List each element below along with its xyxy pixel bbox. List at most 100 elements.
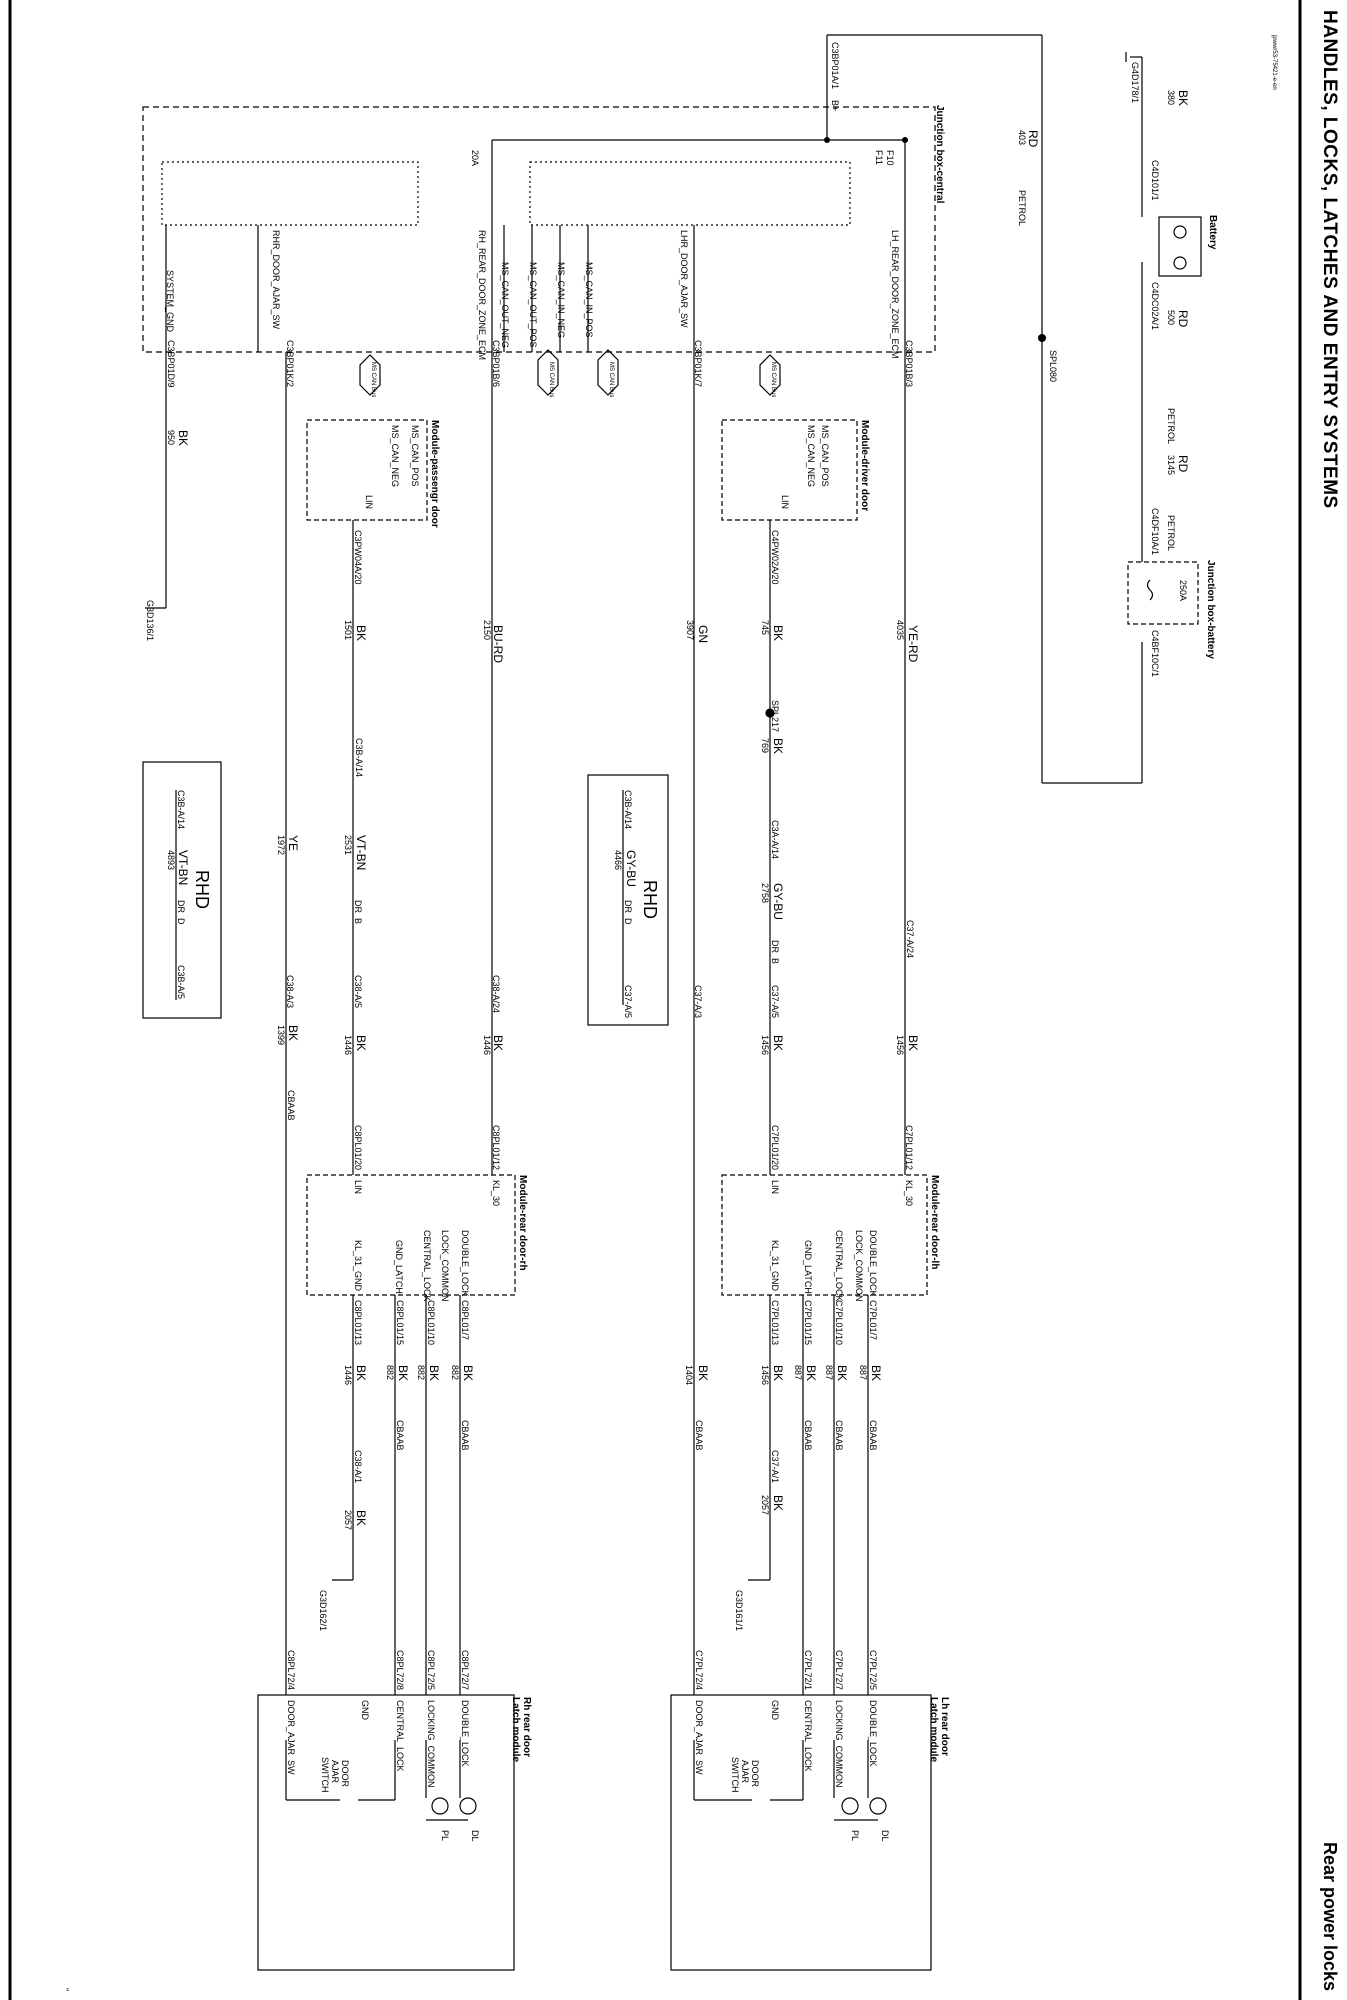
- pin-label: DOUBLE_LOCK: [868, 1230, 878, 1297]
- signal-label: MS_CAN_IN_POS: [584, 262, 594, 338]
- connector-label: C8PL72/8: [395, 1650, 405, 1691]
- wire-color: BK: [354, 1510, 368, 1527]
- wire-color: VT-BN: [354, 835, 368, 871]
- connector-label: C8PL01/10: [426, 1300, 436, 1346]
- connector-label: C37-A/3: [693, 985, 703, 1019]
- connector-label: C7PL72/4: [694, 1650, 704, 1691]
- pin-label: B+: [830, 100, 840, 112]
- connector-label: C8PL01/12: [491, 1125, 501, 1171]
- wire-color: RD: [1026, 130, 1040, 148]
- connector-label: C4PW02A/20: [770, 530, 780, 585]
- pin-label: MS_CAN_POS: [410, 425, 420, 487]
- connector-label: C7PL01/15: [803, 1300, 813, 1346]
- jb-battery-label: Junction box-battery: [1205, 560, 1216, 659]
- wire-number: 1456: [760, 1035, 770, 1056]
- pin-label: DR_D: [623, 900, 633, 925]
- can-bus-label-3: MS CAN Bus: [608, 362, 614, 398]
- wire-color: BK: [906, 1035, 920, 1052]
- rear-door-lh-label: Module-rear door-lh: [929, 1175, 940, 1270]
- wire-color: BK: [771, 1365, 785, 1382]
- pin-label: DOUBLE_LOCK: [460, 1700, 470, 1767]
- connector-label: C37-A/24: [905, 920, 915, 959]
- wire-number: 745: [760, 620, 770, 636]
- wire-color: BK: [771, 625, 785, 642]
- signal-label: LH_REAR_DOOR_ZONE_ECM: [890, 230, 900, 359]
- signal-label: MS_CAN_OUT_POS: [528, 262, 538, 348]
- connector-label: C7PL72/7: [834, 1650, 844, 1691]
- pin-label: GND: [360, 1700, 370, 1720]
- pin-label: DOUBLE_LOCK: [868, 1700, 878, 1767]
- connector-label: C3BP01A/1: [830, 42, 840, 90]
- pin-label: DOOR_AJAR_SW: [694, 1700, 704, 1775]
- wire-color: BK: [869, 1365, 883, 1382]
- connector-label: C3BP01D/9: [166, 340, 176, 388]
- motor-label: DL: [470, 1830, 480, 1842]
- wire-color: RD: [1176, 455, 1190, 473]
- pin-label: MS_CAN_POS: [820, 425, 830, 487]
- pin-label: KL_31_GND: [353, 1240, 363, 1292]
- wire-code: CBAAB: [694, 1420, 704, 1451]
- wire-number: 769: [760, 738, 770, 754]
- page-subtitle: Rear power locks: [1320, 1842, 1340, 1992]
- can-bus-label-2: MS CAN Bus: [548, 362, 554, 398]
- connector-label: C4DF10A/1: [1150, 508, 1160, 556]
- signal-label: LHR_DOOR_AJAR_SW: [679, 230, 689, 328]
- wire-number: 887: [824, 1365, 834, 1381]
- wire-color: BK: [835, 1365, 849, 1382]
- pin-label: LIN: [770, 1180, 780, 1195]
- connector-label: C7PL01/20: [770, 1125, 780, 1171]
- wire-color: BK: [804, 1365, 818, 1382]
- wire-color: GY-BU: [624, 850, 638, 887]
- connector-label: C3B-A/5: [176, 965, 186, 1000]
- pin-label: LOCK_COMMON: [854, 1230, 864, 1302]
- wire-color: BK: [286, 1025, 300, 1042]
- wire-color: GY-BU: [771, 883, 785, 920]
- signal-label: MS_CAN_OUT_NEG: [500, 262, 510, 349]
- wire-number: 2057: [760, 1495, 770, 1516]
- signal-label: SYSTEM_GND: [165, 270, 175, 333]
- connector-label: C37-A/5: [770, 985, 780, 1019]
- wire-number: 882: [385, 1365, 395, 1381]
- wire-number: 380: [1166, 90, 1176, 106]
- connector-label: C37-A/1: [770, 1450, 780, 1484]
- connector-label: C7PL01/7: [868, 1300, 878, 1341]
- connector-label: C8PL72/5: [426, 1650, 436, 1691]
- footer-mark: ": [60, 1988, 70, 1992]
- ground-label: G3D161/1: [734, 1590, 744, 1632]
- connector-label: C3B-A/14: [176, 790, 186, 830]
- wire-color: GN: [696, 625, 710, 643]
- ground-label: G4D178/1: [1130, 62, 1140, 104]
- pin-label: DR_B: [353, 900, 363, 925]
- signal-label: RHR_DOOR_AJAR_SW: [271, 230, 281, 330]
- connector-label: C3BP01B/6: [491, 340, 501, 388]
- wire-color: VT-BN: [176, 850, 190, 886]
- pin-label: KL_30: [904, 1180, 914, 1207]
- wire-number: 887: [793, 1365, 803, 1381]
- rhd-label-1: RHD: [640, 880, 660, 919]
- connector-label: C3B-A/14: [354, 738, 364, 778]
- pin-label: KL_30: [491, 1180, 501, 1207]
- wire-number: 1446: [343, 1035, 353, 1056]
- pin-label: DR_B: [770, 940, 780, 965]
- motor-label: PL: [440, 1830, 450, 1842]
- wire-number: 882: [450, 1365, 460, 1381]
- wire-number: 1446: [343, 1365, 353, 1386]
- wire-number: 950: [166, 430, 176, 446]
- wire-color: BK: [771, 1495, 785, 1512]
- connector-label: C3PW04A/20: [353, 530, 363, 585]
- wire-number: 403: [1017, 130, 1027, 146]
- pin-label: LIN: [364, 495, 374, 510]
- wire-color: BK: [396, 1365, 410, 1382]
- wire-number: 1972: [276, 835, 286, 856]
- wire-number: 2531: [343, 835, 353, 856]
- pin-label: DR_D: [176, 900, 186, 925]
- connector-label: C38-A/1: [353, 1450, 363, 1484]
- pin-label: LIN: [353, 1180, 363, 1195]
- connector-label: C37-A/5: [623, 985, 633, 1019]
- rh-latch-title1: Rh rear door: [521, 1697, 532, 1758]
- wire-color: BK: [176, 430, 190, 447]
- connector-label: C38-A/5: [353, 975, 363, 1009]
- wire-color: RD: [1176, 310, 1190, 328]
- wire-color: YE-RD: [906, 625, 920, 663]
- connector-label: C38-A/24: [491, 975, 501, 1014]
